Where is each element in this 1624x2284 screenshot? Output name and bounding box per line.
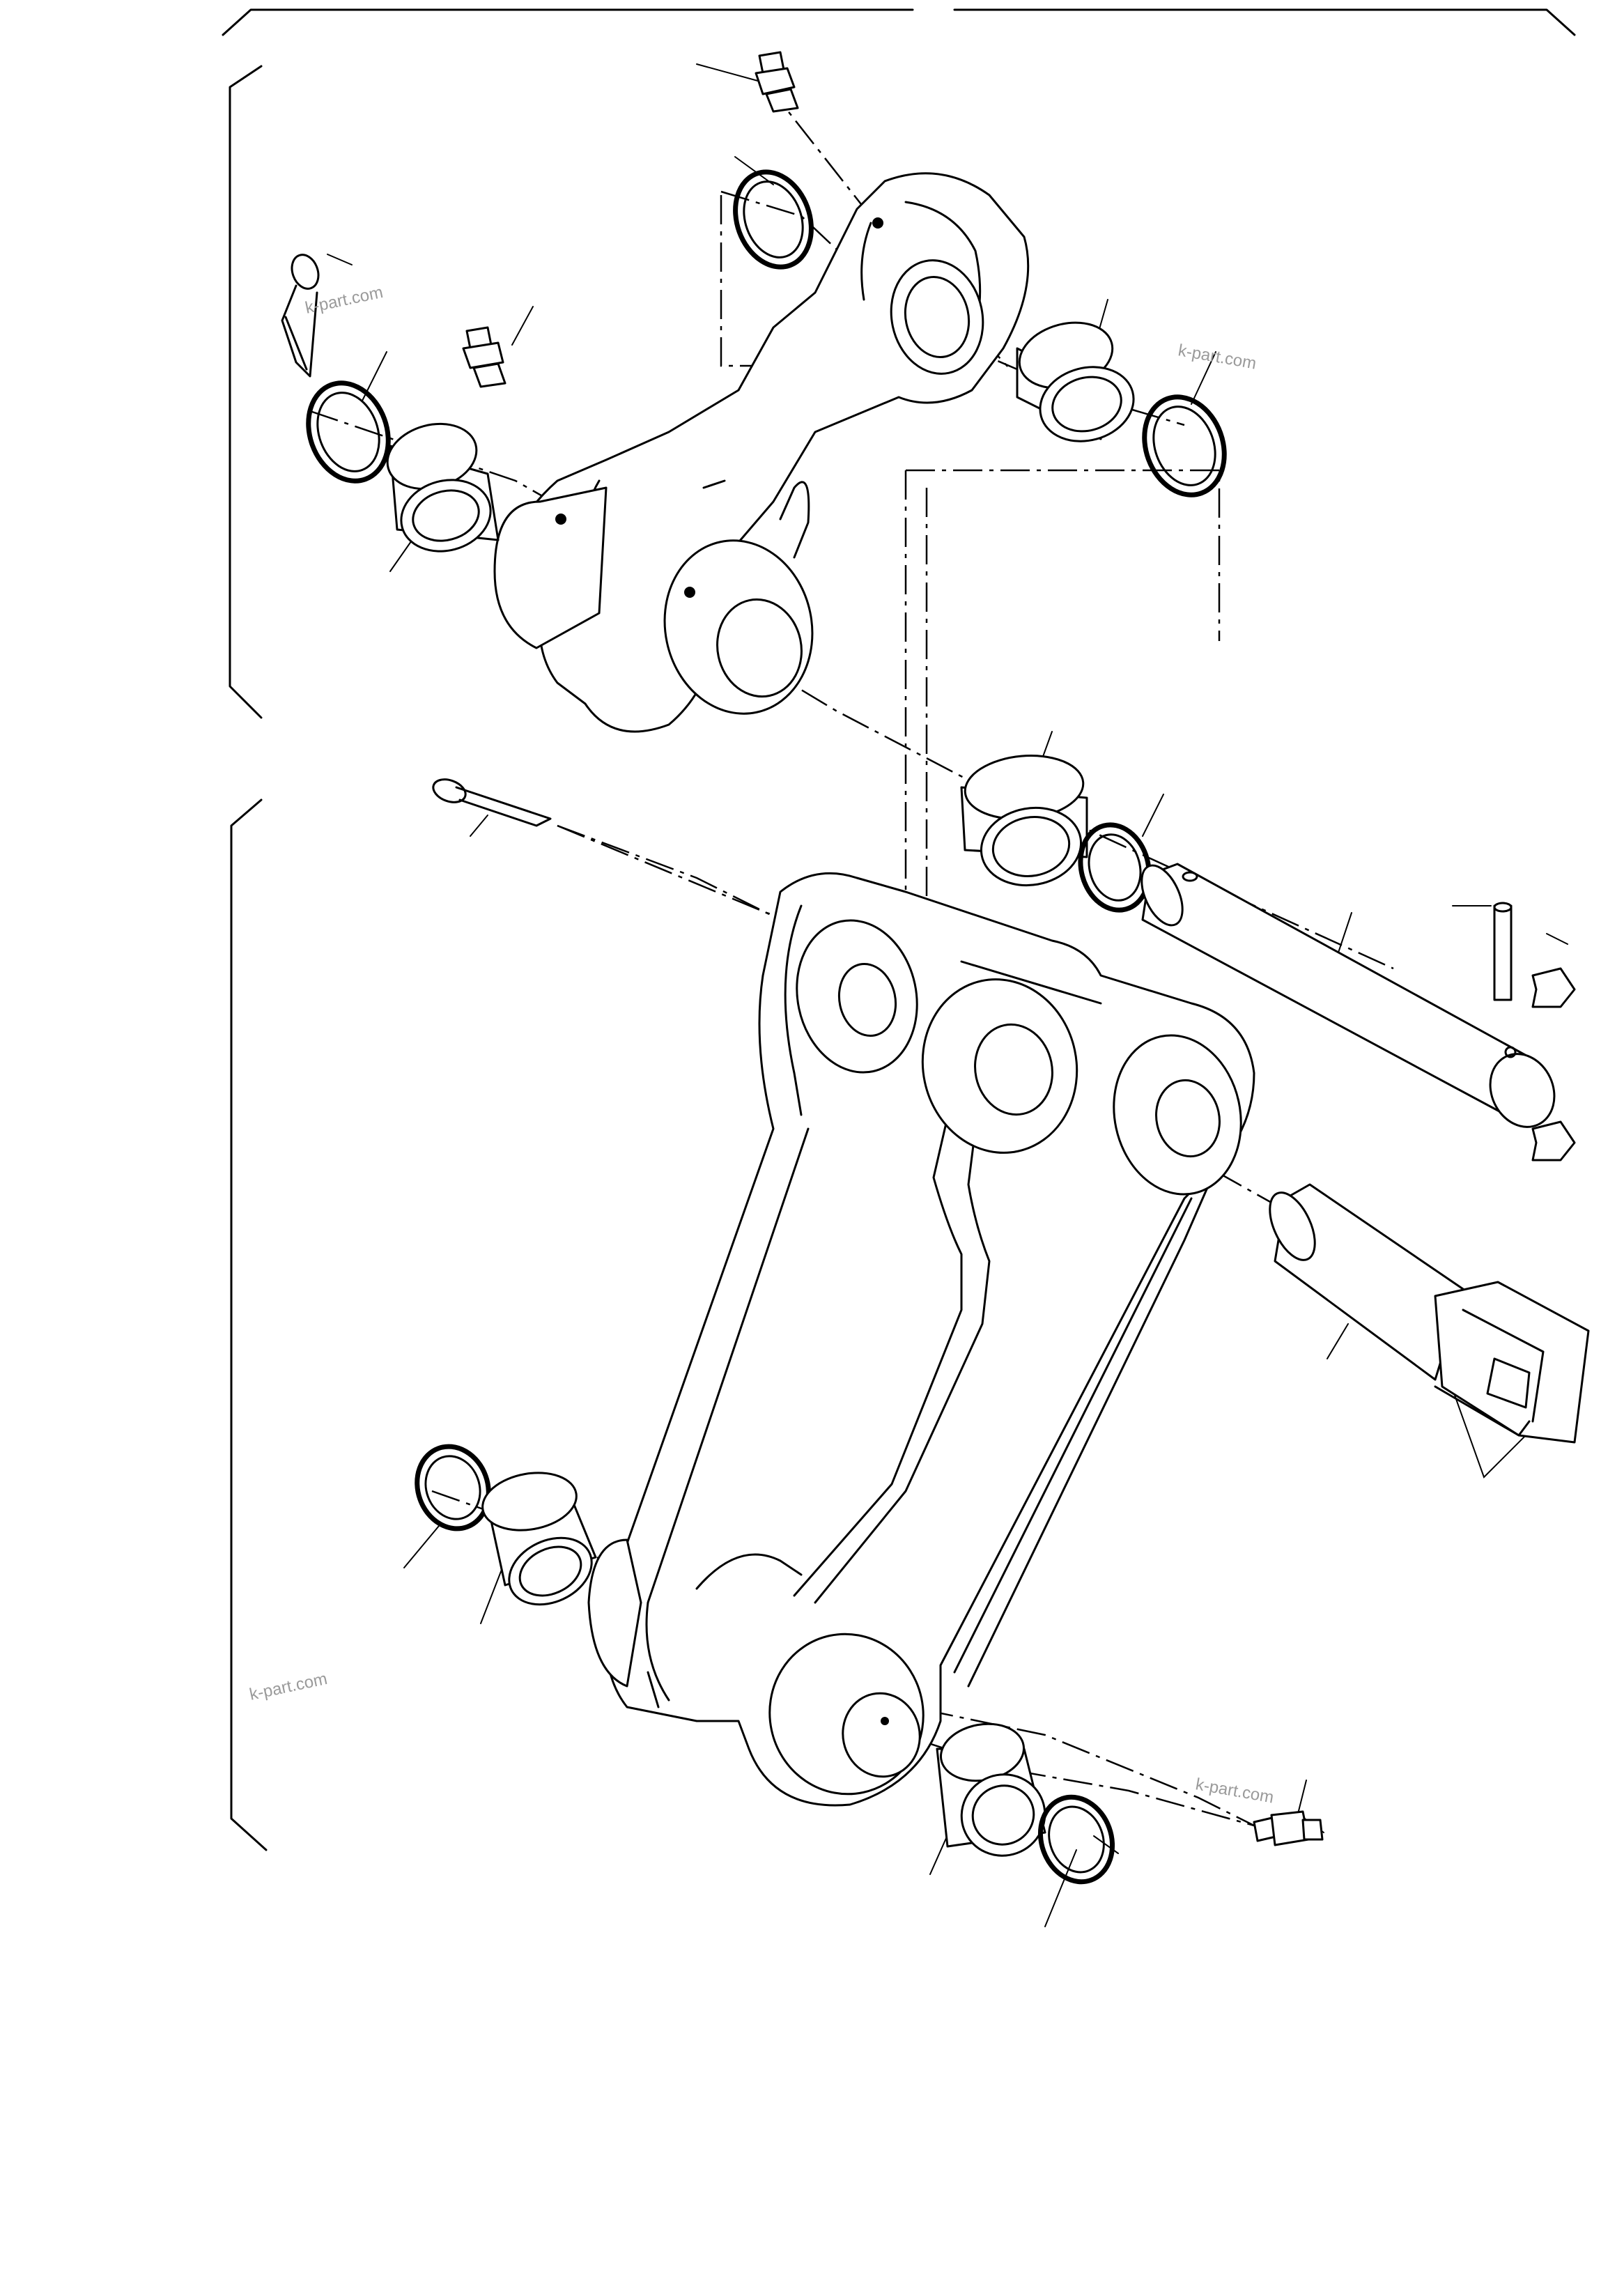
watermark-text: k-part.com xyxy=(248,1669,329,1704)
bushing-right-top xyxy=(1016,321,1135,442)
seal-ring-right-top xyxy=(1142,394,1227,497)
bushing-middle xyxy=(960,755,1088,887)
cotter-pin-middle xyxy=(432,778,552,827)
long-pin xyxy=(1140,863,1556,1128)
grease-nipple-left xyxy=(462,326,506,388)
seal-ring-left xyxy=(306,380,391,484)
seal-ring-lower-left xyxy=(415,1444,491,1531)
grease-nipple-top xyxy=(755,51,799,113)
bushing-lower-right xyxy=(936,1722,1046,1857)
watermark-text: k-part.com xyxy=(1177,341,1258,373)
retainer-clip-top xyxy=(1531,967,1576,1008)
lock-pin xyxy=(1493,902,1513,1001)
seal-ring-lower-right xyxy=(1037,1794,1115,1885)
watermark-text: k-part.com xyxy=(304,283,385,318)
upper-link-arm xyxy=(493,172,1030,733)
stopper-block xyxy=(1434,1281,1590,1444)
retainer-clip-bottom xyxy=(1531,1120,1576,1162)
bushing-left xyxy=(386,422,500,553)
grease-nipple-lower xyxy=(1253,1810,1324,1846)
lower-link-arm xyxy=(587,872,1255,1807)
seal-ring-middle xyxy=(1078,822,1152,913)
frame-marks xyxy=(222,8,1576,1851)
cotter-pin-top xyxy=(281,254,320,378)
seal-ring-top xyxy=(733,169,814,270)
bushing-lower-left xyxy=(481,1472,597,1606)
end-pin xyxy=(1269,1183,1464,1381)
